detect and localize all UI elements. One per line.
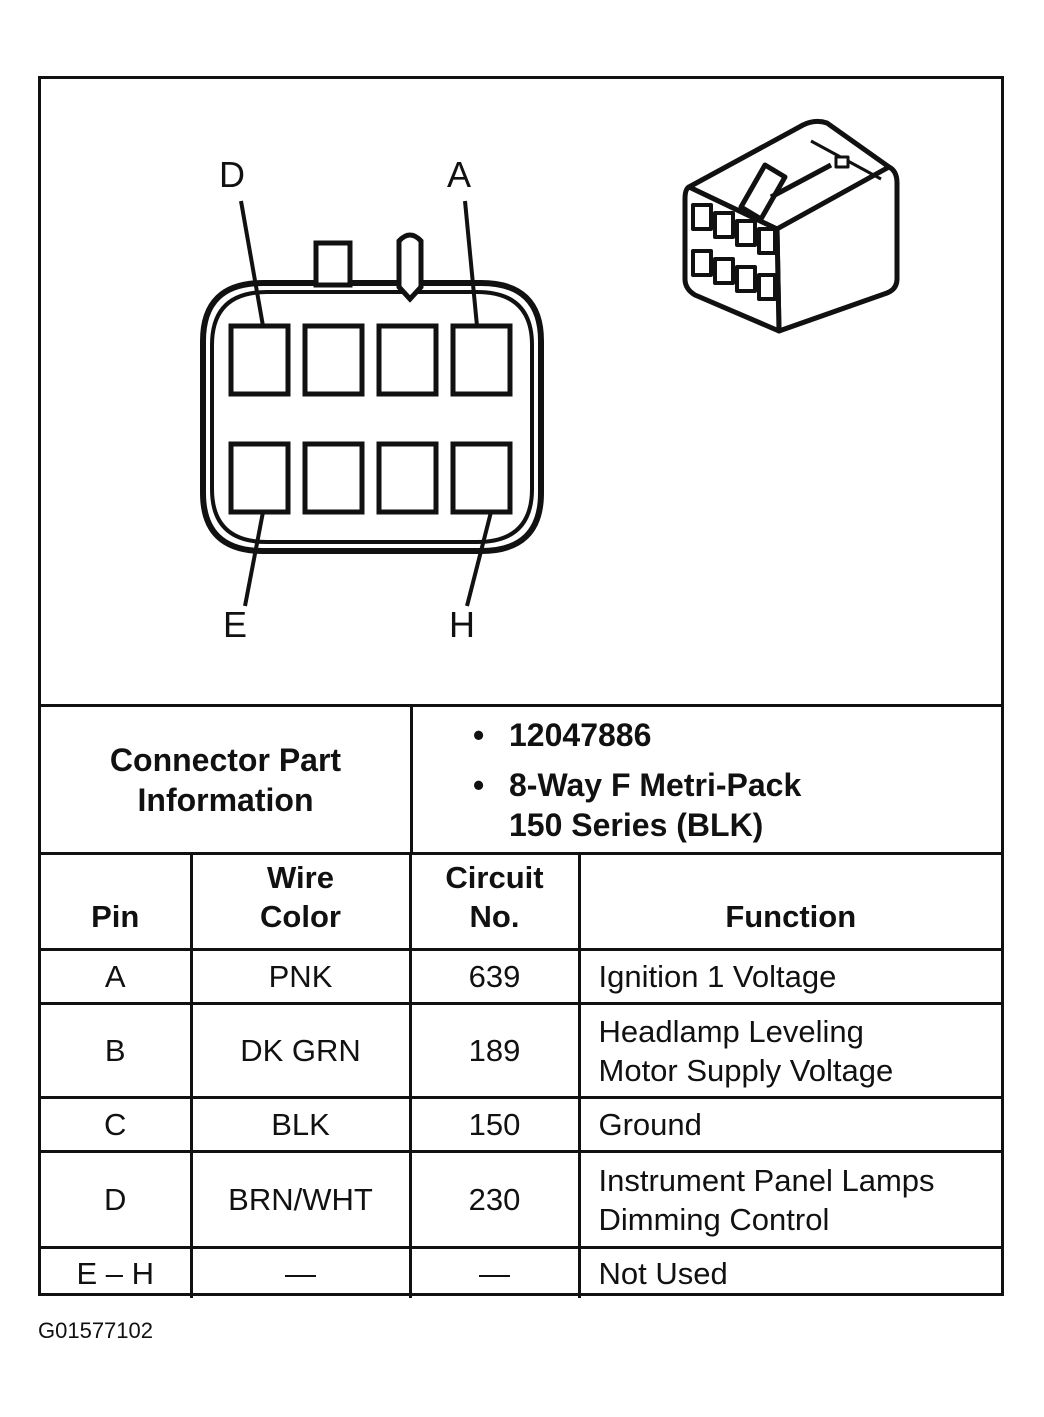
pin-label-D: D [219,154,245,195]
connector-figure-frame: D A E H [38,76,1004,1298]
cavity-D [228,323,291,397]
connector-part-label-line2: Information [137,781,314,818]
cell-circuit: — [408,1246,581,1298]
cavity-G [376,441,439,515]
lock-tab [313,240,353,288]
cavity-row-bottom [228,441,513,515]
connector-part-info-values: • 12047886 • 8-Way F Metri-Pack 150 Seri… [413,707,1001,852]
cell-circuit: 189 [408,1002,581,1099]
connector-part-info-label: Connector Part Information [41,707,413,852]
cell-wire-color: DK GRN [189,1002,412,1099]
header-function: Function [577,852,1001,951]
figure-reference-code: G01577102 [38,1318,153,1343]
pin-label-A: A [447,154,471,195]
cavity-H [450,441,513,515]
key-post [396,232,424,303]
cavity-B [376,323,439,397]
part-number: 12047886 [509,717,652,753]
bullet: • [473,717,485,753]
connector-part-information: Connector Part Information • 12047886 • … [41,707,1001,855]
connector-diagram: D A E H [41,79,1001,707]
pin-label-H: H [449,604,475,645]
cell-pin: D [41,1150,193,1249]
cavity-C [302,323,365,397]
cavity-E [228,441,291,515]
header-pin: Pin [41,852,193,951]
cell-wire-color: PNK [189,948,412,1005]
cell-circuit: 639 [408,948,581,1005]
cell-circuit: 230 [408,1150,581,1249]
pin-leader-lines [239,200,493,607]
cell-circuit: 150 [408,1096,581,1153]
pin-label-E: E [223,604,247,645]
connector-isometric-view [682,118,900,334]
table-row: C BLK 150 Ground [41,1096,1001,1153]
table-row: E – H — — Not Used [41,1246,1001,1298]
cavity-row-top [228,323,513,397]
cell-pin: A [41,948,193,1005]
cell-wire-color: BLK [189,1096,412,1153]
cell-function: Not Used [577,1246,1001,1298]
cell-pin: B [41,1002,193,1099]
cavity-F [302,441,365,515]
connector-face-drawing: D A E H [200,118,900,645]
cell-pin: E – H [41,1246,193,1298]
table-row: A PNK 639 Ignition 1 Voltage [41,948,1001,1005]
connector-shell-inner [210,290,534,544]
cell-pin: C [41,1096,193,1153]
cavity-A [450,323,513,397]
cell-wire-color: BRN/WHT [189,1150,412,1249]
connector-description-line1: 8-Way F Metri-Pack [509,767,802,803]
cell-wire-color: — [189,1246,412,1298]
connector-part-label-line1: Connector Part [109,741,342,778]
cell-function: Ground [577,1096,1001,1153]
cell-function: Ignition 1 Voltage [577,948,1001,1005]
bullet: • [473,767,485,803]
connector-description-line2: 150 Series (BLK) [509,807,764,843]
